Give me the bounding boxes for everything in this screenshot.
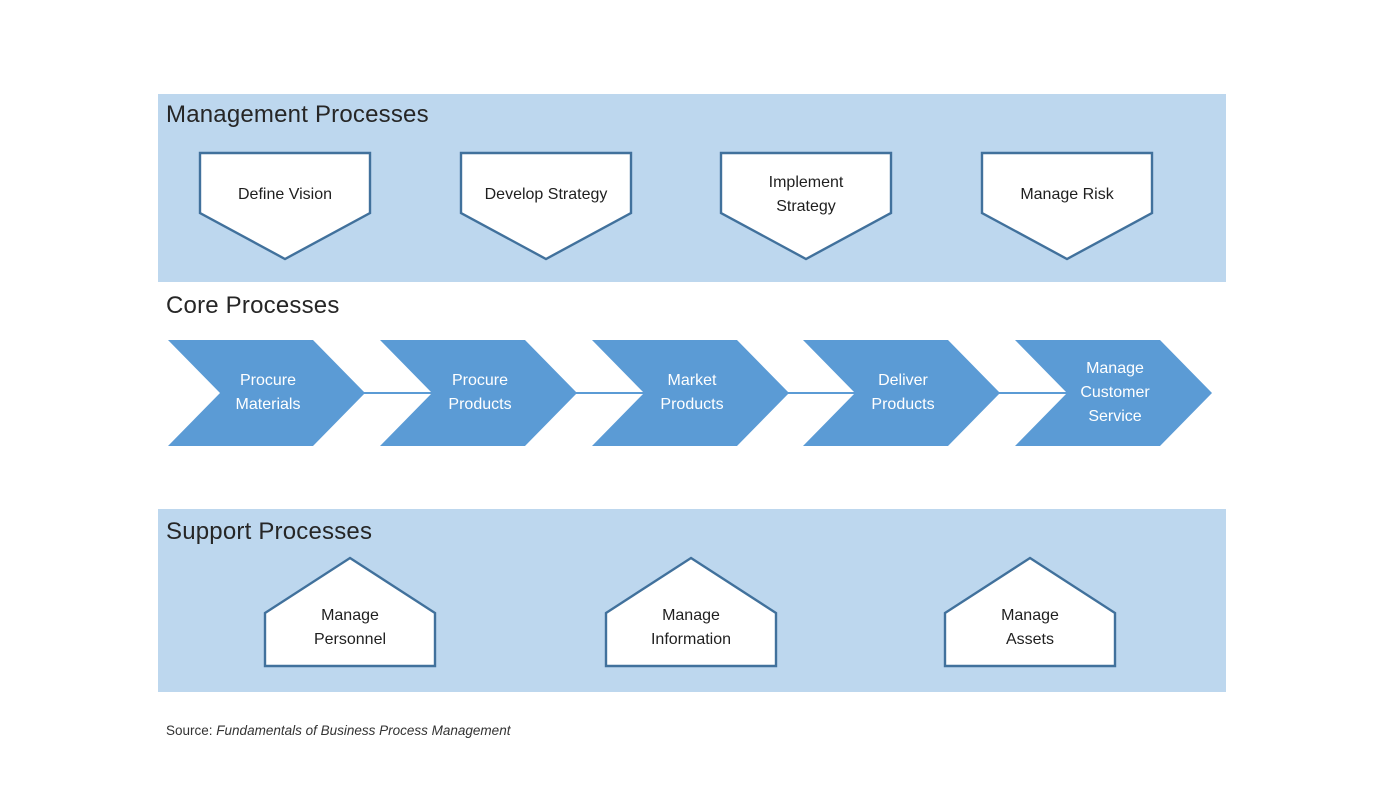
manage-assets-label: Manage Assets xyxy=(1001,607,1059,648)
source-prefix: Source: xyxy=(166,723,213,738)
procure-products-label: Procure Products xyxy=(448,372,512,413)
procure-materials-shape xyxy=(168,340,365,446)
source-work-title: Fundamentals of Business Process Managem… xyxy=(216,723,511,738)
develop-strategy-shape xyxy=(459,151,633,261)
deliver-products-label: Deliver Products xyxy=(871,372,935,413)
chevron-connector xyxy=(999,392,1067,394)
implement-strategy-label: Implement Strategy xyxy=(768,174,844,215)
manage-personnel-shape xyxy=(263,556,437,668)
manage-risk-label: Manage Risk xyxy=(1020,186,1114,203)
implement-strategy-shape xyxy=(719,151,893,261)
chevron-connector xyxy=(364,392,432,394)
source-attribution: Source: Fundamentals of Business Process… xyxy=(166,723,510,738)
manage-risk-shape xyxy=(980,151,1154,261)
develop-strategy-label: Develop Strategy xyxy=(484,186,608,203)
manage-information-shape xyxy=(604,556,778,668)
manage-personnel-label: Manage Personnel xyxy=(313,607,387,648)
procure-products-shape xyxy=(380,340,577,446)
manage-customer-service-label: Manage Customer Service xyxy=(1080,360,1150,425)
manage-assets-shape xyxy=(943,556,1117,668)
core-title: Core Processes xyxy=(166,292,340,319)
market-products-label: Market Products xyxy=(660,372,724,413)
procure-materials-label: Procure Materials xyxy=(235,372,301,413)
management-title: Management Processes xyxy=(166,101,429,128)
chevron-connector xyxy=(576,392,644,394)
chevron-connector xyxy=(788,392,855,394)
define-vision-label: Define Vision xyxy=(238,186,332,203)
deliver-products-shape xyxy=(803,340,1000,446)
define-vision-shape xyxy=(198,151,372,261)
market-products-shape xyxy=(592,340,789,446)
support-title: Support Processes xyxy=(166,518,373,545)
manage-information-label: Manage Information xyxy=(650,607,732,648)
manage-customer-service-shape xyxy=(1015,340,1212,446)
